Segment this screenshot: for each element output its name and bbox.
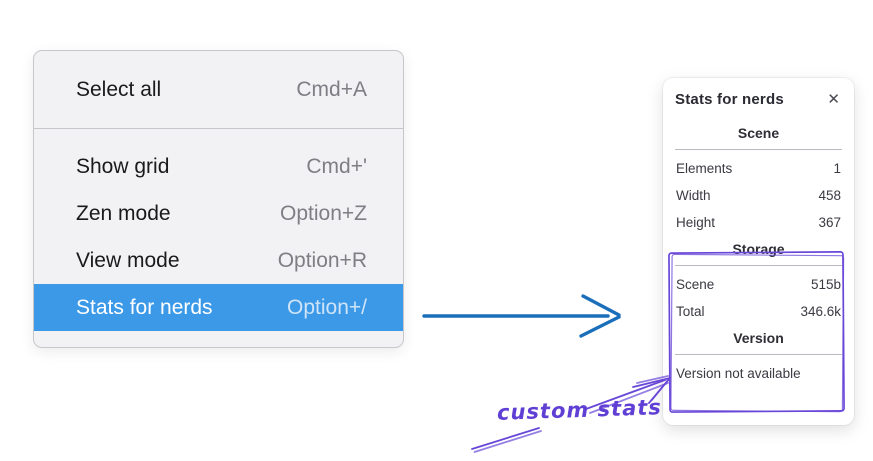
menu-divider (34, 128, 403, 129)
custom-stats-annotation-label: custom stats (496, 395, 663, 425)
menu-item-label: Stats for nerds (76, 295, 213, 319)
menu-item-shortcut: Option+Z (280, 201, 367, 225)
stat-row-elements: Elements 1 (676, 160, 841, 177)
version-note: Version not available (676, 366, 801, 381)
menu-item-select-all[interactable]: Select all Cmd+A (34, 66, 403, 113)
close-icon[interactable]: ✕ (827, 91, 840, 108)
menu-item-view-mode[interactable]: View mode Option+R (34, 237, 403, 284)
menu-item-shortcut: Cmd+' (306, 154, 367, 178)
stat-value: 1 (833, 161, 841, 176)
section-divider (675, 149, 842, 150)
menu-item-label: Zen mode (76, 201, 171, 225)
stat-row-height: Height 367 (676, 214, 841, 231)
stat-label: Total (676, 304, 705, 319)
storage-section-heading: Storage (732, 241, 785, 257)
menu-item-stats-for-nerds[interactable]: Stats for nerds Option+/ (34, 284, 403, 331)
menu-item-show-grid[interactable]: Show grid Cmd+' (34, 143, 403, 190)
menu-item-shortcut: Option+R (277, 248, 367, 272)
stat-label: Width (676, 188, 711, 203)
stat-row-width: Width 458 (676, 187, 841, 204)
stats-for-nerds-panel: Stats for nerds ✕ Scene Elements 1 Width… (663, 78, 854, 425)
version-section-heading: Version (733, 330, 784, 346)
menu-section-bottom: Show grid Cmd+' Zen mode Option+Z View m… (34, 129, 403, 346)
menu-item-label: View mode (76, 248, 180, 272)
stats-panel-header: Stats for nerds ✕ (675, 90, 842, 109)
menu-item-label: Show grid (76, 154, 170, 178)
section-divider (675, 265, 842, 266)
stat-value: 367 (818, 215, 841, 230)
stat-label: Height (676, 215, 716, 230)
stat-label: Scene (676, 277, 715, 292)
menu-section-top: Select all Cmd+A (34, 51, 403, 128)
stat-row-total-storage: Total 346.6k (676, 303, 841, 320)
stat-value: 515b (810, 277, 841, 292)
stat-value: 458 (818, 188, 841, 203)
menu-item-shortcut: Option+/ (287, 295, 367, 319)
context-menu: Select all Cmd+A Show grid Cmd+' Zen mod… (33, 50, 404, 348)
menu-item-shortcut: Cmd+A (296, 77, 367, 101)
menu-item-label: Select all (76, 77, 162, 101)
stat-label: Elements (676, 161, 733, 176)
scene-section-heading: Scene (737, 125, 780, 141)
stat-value: 346.6k (800, 304, 841, 319)
blue-arrow (422, 294, 621, 338)
section-divider (675, 354, 842, 355)
menu-item-zen-mode[interactable]: Zen mode Option+Z (34, 190, 403, 237)
stat-row-scene-storage: Scene 515b (676, 276, 841, 293)
stats-panel-title: Stats for nerds (675, 91, 784, 108)
